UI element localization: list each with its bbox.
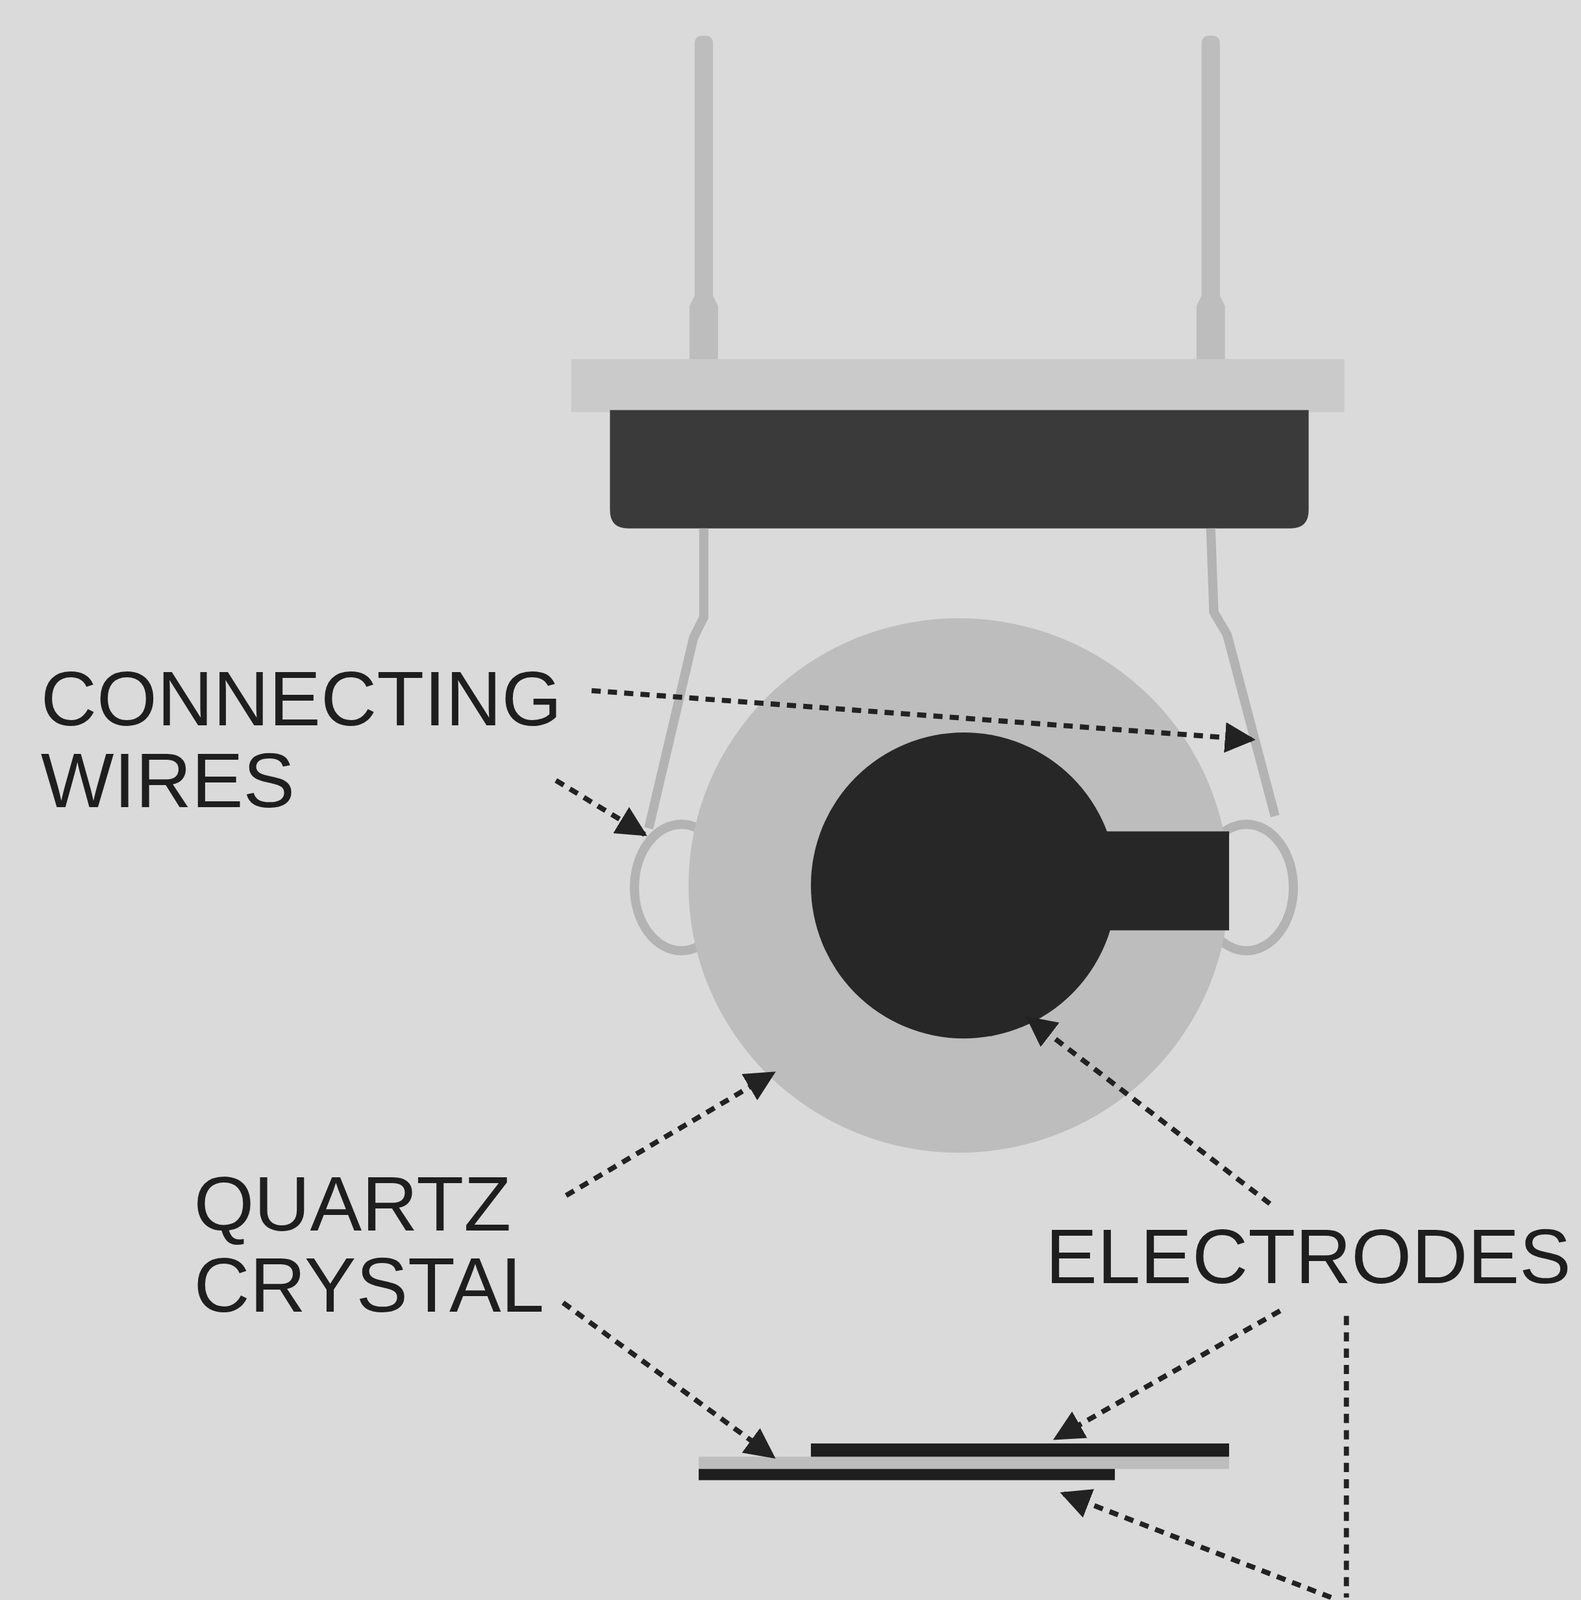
electrode [810,732,1230,1039]
electrode-side-top [810,1443,1230,1457]
part-label: CONNECTING WIRES [40,657,613,821]
electrode-side-bottom [698,1468,1115,1480]
quartz-disc [688,618,1230,1153]
leader-lines [555,690,1347,1598]
part-label: QUARTZ CRYSTAL [193,1162,765,1326]
quartz-side [698,1456,1230,1469]
header-plate [571,359,1345,413]
pins [689,35,1226,363]
part-label: ELECTRODES [1045,1216,1576,1298]
header-base [609,410,1309,529]
